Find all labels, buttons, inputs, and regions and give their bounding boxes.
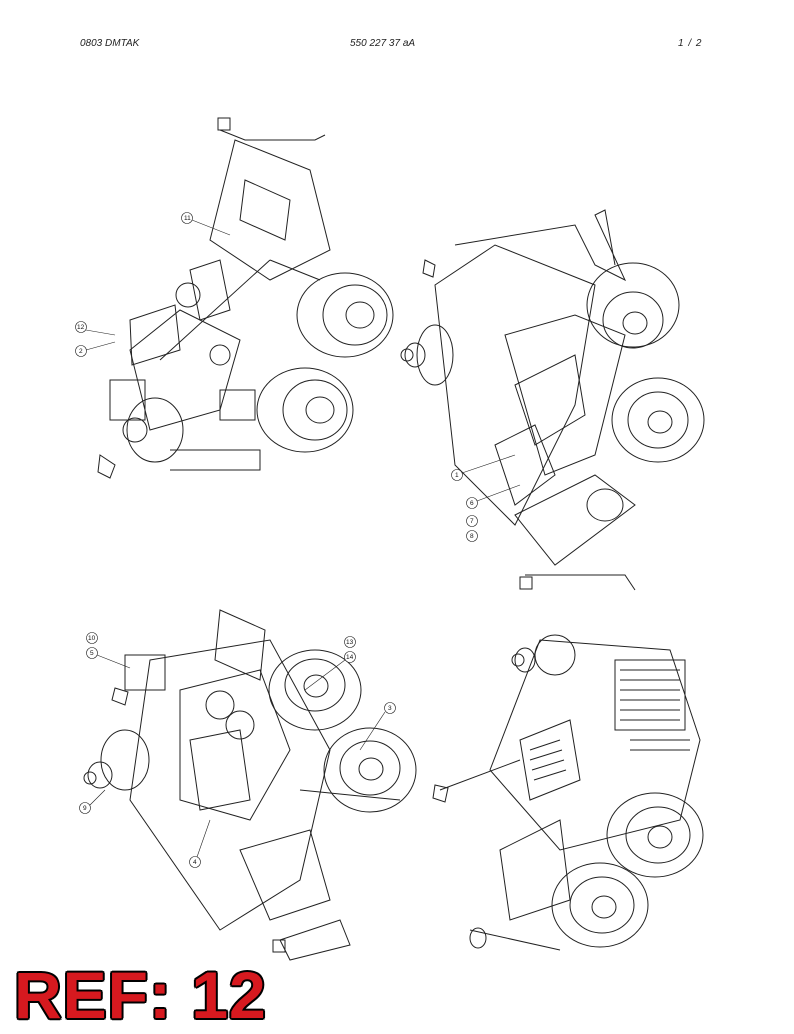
callout-label: 4 <box>193 859 197 866</box>
callout-label: 12 <box>77 324 85 331</box>
drawing-view-top-right: 1 6 7 8 <box>400 209 705 591</box>
document-code: 0803 DMTAK <box>80 38 140 49</box>
callout-label: 7 <box>470 518 474 525</box>
callout-label: 3 <box>388 705 392 712</box>
callout-label: 5 <box>90 650 94 657</box>
drawing-view-bottom-left: 10 5 13 14 3 9 4 <box>79 609 417 961</box>
callout-label: 8 <box>470 533 474 540</box>
drawing-view-top-left: 11 12 2 <box>75 117 394 479</box>
callout-label: 14 <box>346 654 354 661</box>
callout-label: 13 <box>346 639 354 646</box>
page-number: 1 / 2 <box>678 38 702 49</box>
part-number: 550 227 37 aA <box>350 38 416 49</box>
callout-label: 11 <box>184 215 191 222</box>
callout-label: 1 <box>455 472 459 479</box>
callout-label: 6 <box>470 500 474 507</box>
callout-label: 10 <box>88 635 96 642</box>
callout-label: 2 <box>79 348 83 355</box>
drawing-view-bottom-right <box>432 634 704 951</box>
reference-label: REF: 12 <box>14 958 267 1032</box>
callout-label: 9 <box>83 805 87 812</box>
